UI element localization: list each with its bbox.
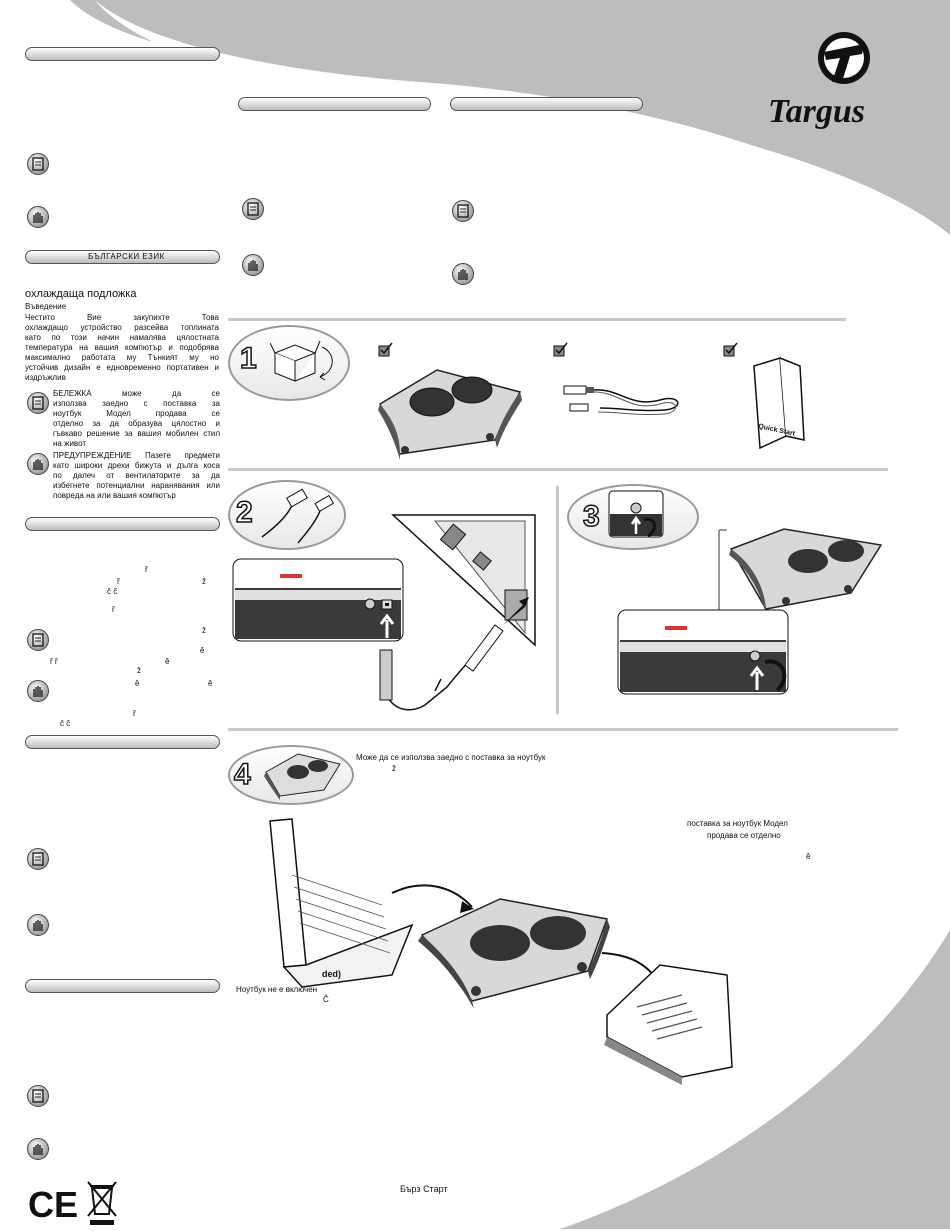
fragment: č č <box>107 587 118 596</box>
fragment: ř <box>145 565 148 574</box>
step-4-caption: Може да се използва заедно с поставка за… <box>356 753 546 762</box>
brand-wordmark: Targus <box>768 93 865 130</box>
section-bar-top-left <box>25 47 220 61</box>
fragment: ř <box>133 709 136 718</box>
intro-line: температура на вашия компютър и подобряв… <box>25 343 219 352</box>
intro-line: като по този начин намалява цялостната <box>25 333 219 342</box>
fragment: ž <box>202 577 206 586</box>
divider <box>556 486 559 714</box>
note-icon <box>27 392 49 414</box>
section-bar-mid-1 <box>238 97 431 111</box>
laptop-pad-stand-illustration <box>269 818 733 1085</box>
warning-line: ПРЕДУПРЕЖДЕНИЕ Пазете предмети <box>53 451 220 460</box>
laptop-port-closeup <box>232 558 404 642</box>
section-bar-left-3 <box>25 735 220 749</box>
divider <box>228 728 898 731</box>
laptop-port-closeup <box>617 529 789 695</box>
usb-cable-image <box>563 385 679 416</box>
fragment: ě <box>208 679 213 688</box>
checkbox-icon <box>553 342 568 357</box>
note-icon <box>27 1085 49 1107</box>
step-4-caption-char: ž <box>392 764 396 773</box>
power-port-closeup <box>608 490 664 538</box>
warning-line: по далеч от вентилаторите за да <box>53 471 220 480</box>
stand-note-line: ě <box>806 852 811 861</box>
divider <box>228 318 846 321</box>
warning-hand-icon <box>27 453 49 475</box>
fragment: ž <box>137 666 141 675</box>
note-icon <box>242 198 264 220</box>
divider <box>228 468 888 471</box>
step-3-number: 3 <box>582 499 600 534</box>
note-line: гъвкаво решение за вашия мобилен стил <box>53 429 220 438</box>
step-1-number: 1 <box>239 341 257 376</box>
intro-line: максимално работата му Тънкият му но <box>25 353 219 362</box>
step-2-badge <box>228 480 346 550</box>
note-icon <box>27 848 49 870</box>
intro-line: Честито Вие закупихте Това <box>25 313 219 322</box>
warning-line: избегнете потенциални наранявания или <box>53 481 220 490</box>
warning-hand-icon <box>242 254 264 276</box>
fragment: ě <box>135 679 140 688</box>
cooling-pad-small-image <box>264 753 341 800</box>
cooling-pad-image <box>378 369 522 460</box>
note-line: използва заедно с поставка за <box>53 399 220 408</box>
intro-heading: Въведение <box>25 302 67 311</box>
checkbox-icon <box>378 342 393 357</box>
intro-line: охлаждащо устройство разсейва топлината <box>25 323 219 332</box>
stand-note-line: продава се отделно <box>707 831 781 840</box>
language-tab[interactable]: БЪЛГАРСКИ ЕЗИК <box>25 250 220 264</box>
intro-line: устойчив дизайн е едновременно портативе… <box>25 363 219 372</box>
quick-start-booklet-image: Quick Start <box>753 357 805 450</box>
ce-mark: CE <box>28 1183 78 1228</box>
checkbox-icon <box>723 342 738 357</box>
warning-hand-icon <box>27 1138 49 1160</box>
fragment: ě <box>200 646 205 655</box>
warning-hand-icon <box>452 263 474 285</box>
fragment: ž <box>202 626 206 635</box>
warning-hand-icon <box>27 206 49 228</box>
quick-start-footer: Бърз Старт <box>400 1184 448 1194</box>
open-box-icon <box>270 340 333 382</box>
note-icon <box>452 200 474 222</box>
note-icon <box>27 153 49 175</box>
fragment: ř ř <box>50 657 58 666</box>
step-2-number: 2 <box>235 495 253 530</box>
section-bar-mid-2 <box>450 97 643 111</box>
fragment: ě <box>165 657 170 666</box>
not-connected-char: Č <box>323 995 329 1004</box>
weee-bin-icon <box>86 1180 118 1231</box>
intro-line: издръжлив <box>25 373 66 382</box>
usb-plug-icon <box>261 488 335 544</box>
ded-fragment: ded) <box>322 969 341 979</box>
section-bar-left-2 <box>25 517 220 531</box>
fragment: ř <box>117 577 120 586</box>
stand-note-line: поставка за ноутбук Модел <box>687 819 788 828</box>
step-4-number: 4 <box>233 757 251 792</box>
targus-logo: Targus <box>768 30 948 130</box>
svg-text:CE: CE <box>28 1184 78 1223</box>
section-bar-left-4 <box>25 979 220 993</box>
fragment: ř <box>112 605 115 614</box>
warning-hand-icon <box>27 680 49 702</box>
warning-line: като широки дрехи бижута и дълга коса <box>53 461 220 470</box>
note-icon <box>27 629 49 651</box>
warning-line: повреда на или вашия компютър <box>53 491 176 500</box>
laptop-rear-with-cable <box>379 514 536 711</box>
not-connected-line: Ноутбук не е включен <box>236 985 318 994</box>
product-title: охлаждаща подложка <box>25 288 137 300</box>
warning-hand-icon <box>27 914 49 936</box>
note-line: ноутбук Модел продава се <box>53 409 220 418</box>
language-label: БЪЛГАРСКИ ЕЗИК <box>88 252 165 261</box>
fragment: č č <box>60 719 71 728</box>
note-line: на живот <box>53 439 87 448</box>
note-line: отделно за да образува цялостно и <box>53 419 220 428</box>
note-line: БЕЛЕЖКА може да се <box>53 389 220 398</box>
cooling-pad-image <box>729 528 883 615</box>
